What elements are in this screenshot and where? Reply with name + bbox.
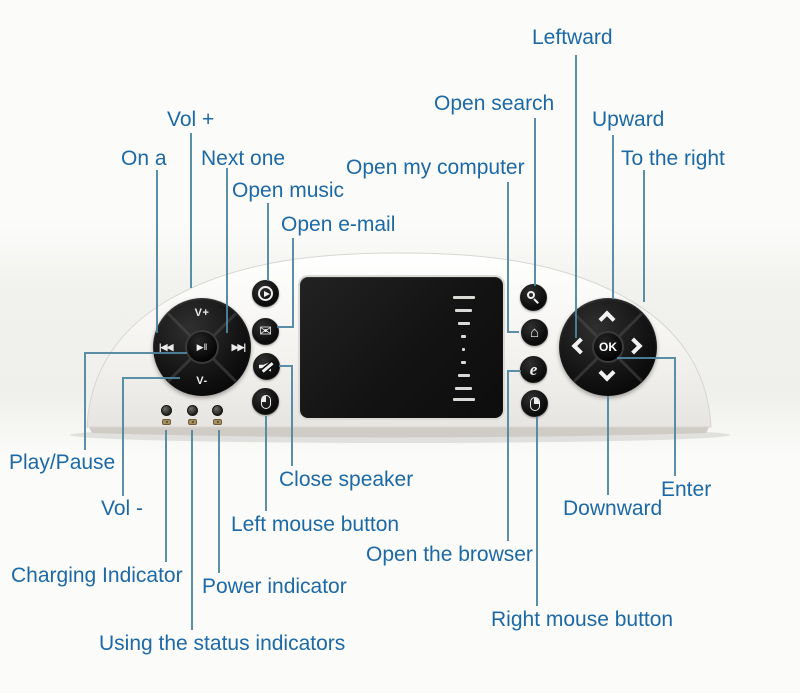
volume-up-key[interactable]: V+: [194, 307, 210, 319]
callout-play-pause: [84, 352, 187, 450]
media-dpad[interactable]: V+ V- |◀◀ ▶▶| ▶‖: [153, 298, 251, 396]
next-track-icon[interactable]: ▶▶|: [231, 342, 246, 352]
play-pause-icon[interactable]: ▶‖: [196, 341, 208, 352]
play-pause-button: ▶‖: [185, 330, 219, 364]
callout-open-browser: [507, 370, 521, 541]
charging-indicator-icon: [162, 419, 171, 425]
open-browser-button[interactable]: e: [520, 356, 547, 383]
open-search-button[interactable]: [520, 284, 547, 311]
ok-button[interactable]: OK: [592, 331, 624, 363]
open-music-button[interactable]: [252, 280, 279, 307]
label-charging: Charging Indicator: [11, 564, 183, 587]
label-open-search: Open search: [434, 92, 555, 115]
left-mouse-button[interactable]: [252, 388, 279, 415]
label-open-email: Open e-mail: [281, 213, 396, 236]
mouse-right-icon: [529, 396, 540, 411]
touchpad[interactable]: [300, 277, 503, 418]
magnifier-icon: [526, 290, 541, 305]
callout-vol-minus: [122, 377, 180, 496]
status-led: [187, 405, 198, 416]
label-status: Using the status indicators: [99, 632, 346, 655]
scroll-tick: [461, 335, 466, 338]
label-to-the-right: To the right: [621, 147, 725, 170]
label-left-mouse: Left mouse button: [231, 513, 400, 536]
label-close-speaker: Close speaker: [279, 468, 414, 491]
device-bottom-edge: [89, 427, 709, 438]
label-upward: Upward: [592, 108, 665, 131]
label-open-browser: Open the browser: [366, 543, 533, 566]
previous-track-icon[interactable]: |◀◀: [159, 342, 173, 352]
envelope-icon: ✉: [259, 323, 272, 340]
play-circle-icon: [258, 286, 273, 301]
label-right-mouse: Right mouse button: [491, 608, 674, 631]
charging-led: [161, 405, 172, 416]
scroll-tick: [453, 398, 475, 401]
scroll-tick: [462, 348, 465, 351]
label-on-a: On a: [121, 147, 167, 170]
open-email-button[interactable]: ✉: [252, 318, 279, 345]
status-indicator-icon: [188, 419, 197, 425]
scroll-tick: [455, 387, 472, 390]
scroll-tick: [453, 296, 475, 299]
scroll-tick: [455, 309, 472, 312]
label-power: Power indicator: [202, 575, 347, 598]
right-mouse-button[interactable]: [521, 390, 548, 417]
home-icon: ⌂: [529, 324, 540, 341]
volume-down-key[interactable]: V-: [196, 375, 208, 387]
open-my-computer-button[interactable]: ⌂: [521, 319, 548, 346]
label-leftward: Leftward: [532, 26, 613, 49]
label-open-my-computer: Open my computer: [346, 156, 525, 179]
label-vol-plus: Vol +: [167, 108, 215, 131]
scroll-tick: [461, 361, 466, 364]
label-enter: Enter: [661, 478, 712, 501]
power-indicator-icon: [213, 419, 222, 425]
label-open-music: Open music: [232, 179, 345, 202]
label-downward: Downward: [563, 497, 663, 520]
label-play-pause: Play/Pause: [9, 451, 116, 474]
browser-e-icon: e: [529, 360, 538, 379]
muted-speaker-icon: [259, 361, 274, 373]
mouse-left-icon: [260, 394, 271, 409]
label-vol-minus: Vol -: [101, 497, 144, 520]
power-led: [212, 405, 223, 416]
callout-open-my-computer: [507, 182, 519, 333]
callout-enter: [617, 357, 676, 476]
callout-close-speaker: [279, 365, 293, 466]
scroll-tick: [458, 374, 470, 377]
scroll-tick: [458, 322, 470, 325]
label-next-one: Next one: [201, 147, 286, 170]
callout-open-email: [277, 238, 294, 328]
